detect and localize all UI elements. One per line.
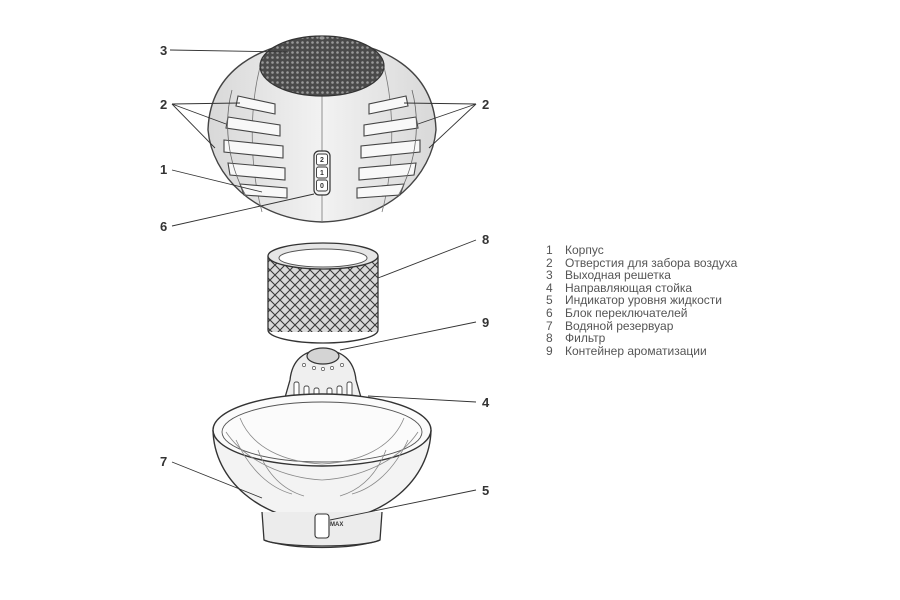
callout-9: 9 xyxy=(482,315,489,330)
legend-number: 5 xyxy=(546,293,553,308)
callout-4: 4 xyxy=(482,395,490,410)
legend-item: 8 Фильтр xyxy=(546,332,737,345)
legend-text: Водяной резервуар xyxy=(565,318,674,333)
legend-item: 5 Индикатор уровня жидкости xyxy=(546,294,737,307)
legend-number: 3 xyxy=(546,268,553,283)
callout-1: 1 xyxy=(160,162,167,177)
filter xyxy=(267,242,379,344)
callout-7: 7 xyxy=(160,454,167,469)
callout-numbers: 3 2 2 1 6 8 9 4 7 5 xyxy=(160,43,490,498)
aroma-container xyxy=(302,347,344,371)
legend-item: 9 Контейнер ароматизации xyxy=(546,343,737,358)
legend-item: 6 Блок переключателей xyxy=(546,307,737,320)
legend-item: 1 Корпус xyxy=(546,244,737,257)
callout-6: 6 xyxy=(160,219,167,234)
legend-number: 9 xyxy=(546,343,553,358)
air-intake-openings xyxy=(223,89,421,199)
legend-text: Блок переключателей xyxy=(565,305,688,320)
leader-lines xyxy=(169,49,477,521)
callout-2-left: 2 xyxy=(160,97,167,112)
legend-number: 4 xyxy=(546,280,553,295)
liquid-level-indicator: MAX xyxy=(314,513,343,539)
switch-label-2: 2 xyxy=(320,157,324,164)
outlet-grille xyxy=(259,35,385,97)
legend-number: 2 xyxy=(546,255,553,270)
callout-5: 5 xyxy=(482,483,489,498)
legend-text: Направляющая стойка xyxy=(565,280,693,295)
legend-number: 6 xyxy=(546,305,553,320)
water-tank xyxy=(212,393,432,549)
legend-text: Выходная решетка xyxy=(565,268,671,283)
legend-item: 7 Водяной резервуар xyxy=(546,318,737,333)
switch-label-0: 0 xyxy=(320,183,324,190)
legend-text: Индикатор уровня жидкости xyxy=(565,293,722,308)
legend-item: 3 Выходная решетка xyxy=(546,269,737,282)
switch-label-1: 1 xyxy=(320,170,324,177)
legend-text: Контейнер ароматизации xyxy=(565,343,707,358)
callout-3: 3 xyxy=(160,43,167,58)
switch-block: 2 1 0 xyxy=(313,150,331,196)
legend-item: 4 Направляющая стойка xyxy=(546,280,737,295)
legend-item: 2 Отверстия для забора воздуха xyxy=(546,255,738,270)
legend-number: 8 xyxy=(546,331,553,346)
callout-8: 8 xyxy=(482,232,489,247)
legend-text: Корпус xyxy=(565,243,604,257)
callout-2-right: 2 xyxy=(482,97,489,112)
legend-text: Отверстия для забора воздуха xyxy=(565,255,738,270)
legend-number: 7 xyxy=(546,318,553,333)
legend-text: Фильтр xyxy=(565,331,606,346)
legend-number: 1 xyxy=(546,243,553,257)
max-label: MAX xyxy=(330,522,343,528)
